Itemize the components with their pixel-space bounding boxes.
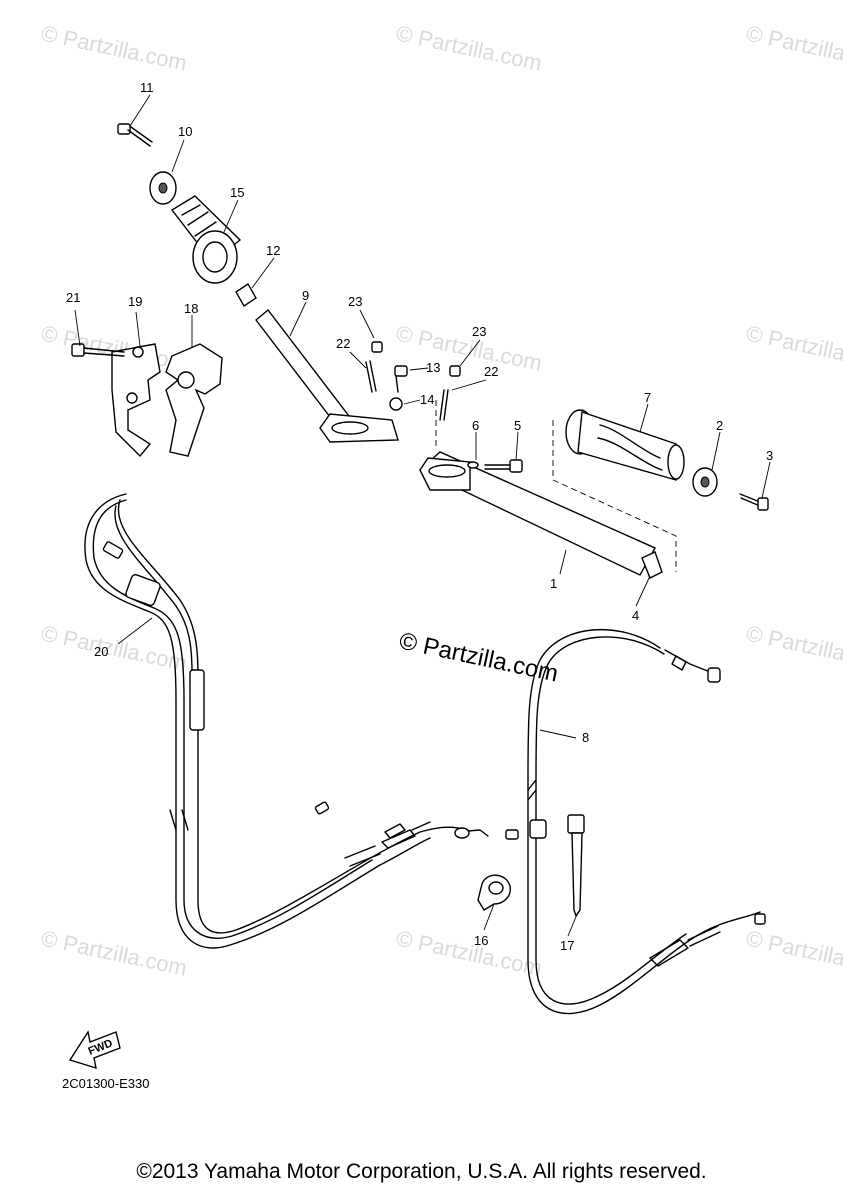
callout-23-left: 23	[348, 294, 362, 309]
part-22-23-left-bolts	[365, 341, 408, 411]
callout-19: 19	[128, 294, 142, 309]
leader-lines	[74, 94, 771, 937]
watermark: © Partzilla.com	[394, 20, 544, 75]
watermark: © Partzilla.com	[744, 320, 843, 375]
callout-5: 5	[514, 418, 521, 433]
callout-12: 12	[266, 243, 280, 258]
dashed-guides	[435, 400, 677, 572]
watermark: © Partzilla.com	[744, 20, 843, 75]
watermark: © Partzilla.com	[744, 620, 843, 675]
part-19-switch-housing	[111, 343, 161, 458]
watermark: © Partzilla.com	[39, 925, 189, 980]
callout-13: 13	[426, 360, 440, 375]
callout-23-right: 23	[472, 324, 486, 339]
callout-8: 8	[582, 730, 589, 745]
callout-22-left: 22	[336, 336, 350, 351]
callout-20: 20	[94, 644, 108, 659]
part-11-screw	[117, 123, 153, 147]
part-21-screw	[71, 343, 125, 357]
part-8-clutch-cable	[527, 628, 766, 1015]
watermark: © Partzilla.com	[394, 320, 544, 375]
part-4-collar	[641, 551, 663, 579]
callout-11: 11	[140, 80, 154, 95]
callout-21: 21	[66, 290, 80, 305]
watermark: © Partzilla.com	[744, 925, 843, 980]
callout-6: 6	[472, 418, 479, 433]
watermark: © Partzilla.com	[39, 20, 189, 75]
part-7-grip	[565, 409, 685, 481]
watermark: © Partzilla.com	[39, 620, 189, 675]
part-15-throttle-grip	[170, 195, 242, 284]
fwd-arrow-icon: FWD	[68, 1030, 121, 1070]
part-18-switch-housing	[165, 343, 223, 457]
part-16-clamp	[477, 874, 511, 911]
copyright-notice: ©2013 Yamaha Motor Corporation, U.S.A. A…	[136, 1160, 707, 1183]
callout-labels: 1 2 3 4 5 6 7 8 9 10 11 12 13 14 15 16 1…	[66, 80, 773, 953]
part-22-23-right-bolts	[439, 365, 461, 421]
part-10-grip-end	[149, 171, 177, 205]
callout-4: 4	[632, 608, 639, 623]
callout-22-right: 22	[484, 364, 498, 379]
callout-16: 16	[474, 933, 488, 948]
center-watermark: © Partzilla.com	[397, 627, 561, 687]
part-9-left-handlebar	[255, 308, 399, 443]
parts-diagram: © Partzilla.com © Partzilla.com © Partzi…	[39, 20, 843, 1091]
callout-1: 1	[550, 576, 557, 591]
callout-17: 17	[560, 938, 574, 953]
callout-7: 7	[644, 390, 651, 405]
callout-10: 10	[178, 124, 192, 139]
callout-15: 15	[230, 185, 244, 200]
part-17-cable-tie	[567, 814, 585, 918]
callout-18: 18	[184, 301, 198, 316]
callout-3: 3	[766, 448, 773, 463]
part-20-throttle-cables	[84, 493, 519, 949]
part-1-right-handlebar	[418, 451, 656, 576]
part-2-3-grip-end-screw	[692, 467, 769, 511]
callout-9: 9	[302, 288, 309, 303]
diagram-code: 2C01300-E330	[62, 1076, 149, 1091]
callout-14: 14	[420, 392, 434, 407]
part-12-collar	[235, 283, 257, 307]
callout-2: 2	[716, 418, 723, 433]
watermark-layer: © Partzilla.com © Partzilla.com © Partzi…	[39, 20, 843, 980]
watermark: © Partzilla.com	[394, 925, 544, 980]
